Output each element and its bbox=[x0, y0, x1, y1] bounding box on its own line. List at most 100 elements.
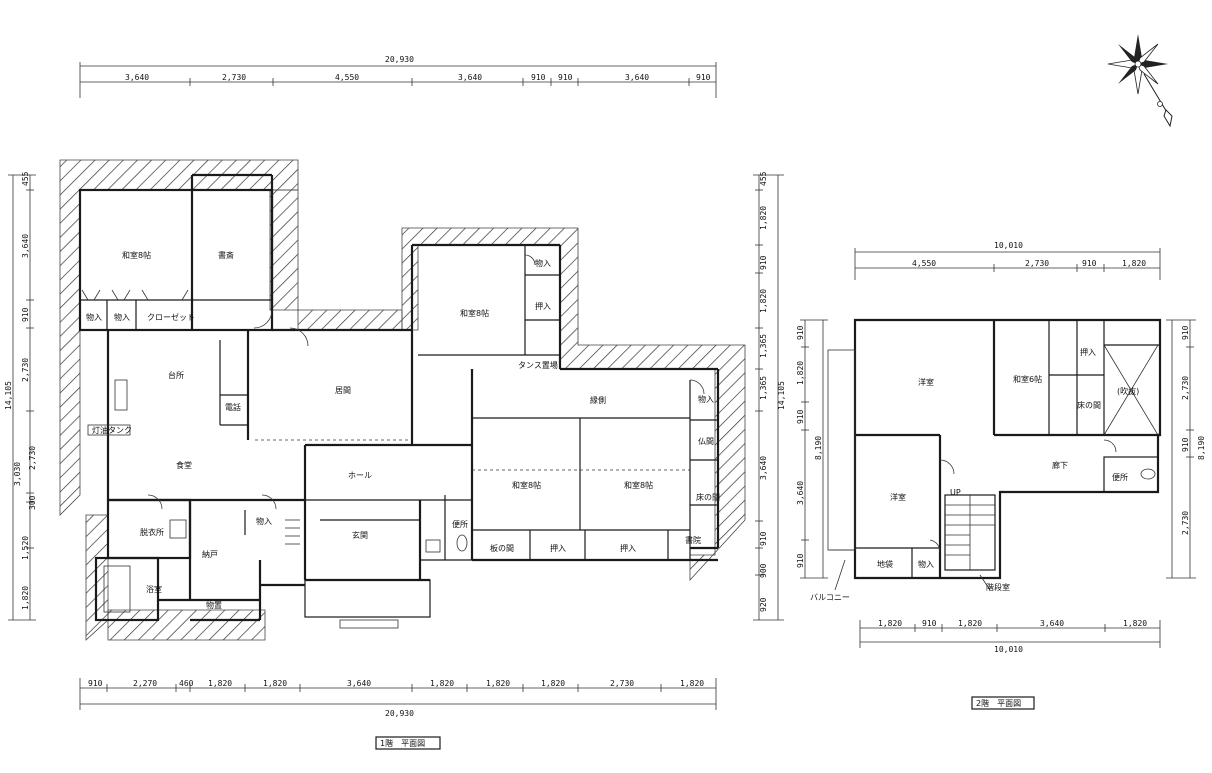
svg-text:2階 平面図: 2階 平面図 bbox=[976, 698, 1021, 708]
svg-text:910: 910 bbox=[531, 73, 546, 82]
svg-text:1,820: 1,820 bbox=[1122, 259, 1146, 268]
room-tansu: タンス置場 bbox=[518, 360, 558, 370]
room-shoin: 書院 bbox=[685, 535, 701, 545]
svg-text:1,820: 1,820 bbox=[208, 679, 232, 688]
svg-text:910: 910 bbox=[796, 553, 805, 568]
svg-text:3,030: 3,030 bbox=[13, 462, 22, 486]
room-kyoma: 居間 bbox=[335, 386, 351, 395]
svg-text:2,730: 2,730 bbox=[1181, 376, 1190, 400]
room-hall: ホール bbox=[348, 471, 372, 480]
svg-text:1,365: 1,365 bbox=[759, 376, 768, 400]
stair-up-label: UP bbox=[950, 488, 961, 497]
room-monoire-n: 物入 bbox=[535, 258, 551, 268]
svg-text:1,820: 1,820 bbox=[430, 679, 454, 688]
svg-text:20,930: 20,930 bbox=[385, 55, 414, 64]
svg-text:4,550: 4,550 bbox=[912, 259, 936, 268]
svg-text:1,820: 1,820 bbox=[759, 206, 768, 230]
room-itanoma: 板の間 bbox=[490, 543, 514, 553]
room-monoire-s: 物入 bbox=[256, 516, 272, 526]
svg-text:910: 910 bbox=[88, 679, 103, 688]
room-nando: 納戸 bbox=[202, 549, 218, 559]
room-monooki: 物置 bbox=[206, 600, 222, 610]
floor1-walls bbox=[78, 173, 720, 629]
svg-text:1階 平面図: 1階 平面図 bbox=[380, 738, 425, 748]
room-jibukuro: 地袋 bbox=[877, 559, 893, 569]
svg-text:8,190: 8,190 bbox=[1197, 436, 1206, 460]
room-balcony: バルコニー bbox=[810, 593, 850, 602]
svg-text:10,010: 10,010 bbox=[994, 241, 1023, 250]
svg-text:2,730: 2,730 bbox=[610, 679, 634, 688]
svg-text:2,730: 2,730 bbox=[21, 358, 30, 382]
room-benjo: 便所 bbox=[452, 519, 468, 529]
svg-text:1,820: 1,820 bbox=[878, 619, 902, 628]
room-denwa: 電話 bbox=[225, 402, 241, 412]
svg-text:14,105: 14,105 bbox=[4, 381, 13, 410]
room-yoshitsu-1: 洋室 bbox=[918, 377, 934, 387]
room-yoshitsu-2: 洋室 bbox=[890, 492, 906, 502]
svg-text:1,820: 1,820 bbox=[263, 679, 287, 688]
svg-text:910: 910 bbox=[759, 531, 768, 546]
floor1-eaves bbox=[59, 159, 746, 641]
svg-text:900: 900 bbox=[759, 563, 768, 578]
floor1-dimension-left: 455 3,640 910 2,730 14,105 3,030 2,730 3… bbox=[4, 171, 37, 621]
room-shosai: 書斎 bbox=[218, 250, 234, 260]
svg-text:1,820: 1,820 bbox=[680, 679, 704, 688]
room-kaidan: 階段室 bbox=[986, 582, 1010, 592]
room-butsuma: 仏間 bbox=[698, 437, 714, 446]
svg-text:3,640: 3,640 bbox=[125, 73, 149, 82]
room-datsui: 脱衣所 bbox=[140, 527, 164, 537]
svg-text:3,640: 3,640 bbox=[458, 73, 482, 82]
room-yokushitsu: 浴室 bbox=[146, 584, 162, 594]
floor2-walls bbox=[827, 318, 1162, 591]
svg-text:3,640: 3,640 bbox=[21, 234, 30, 258]
svg-text:460: 460 bbox=[179, 679, 194, 688]
svg-text:1,820: 1,820 bbox=[958, 619, 982, 628]
svg-text:910: 910 bbox=[796, 409, 805, 424]
room-monoire-2f: 物入 bbox=[918, 559, 934, 569]
room-tank: 灯油タンク bbox=[92, 425, 132, 435]
svg-text:1,365: 1,365 bbox=[759, 334, 768, 358]
room-washitsu6: 和室6帖 bbox=[1013, 374, 1042, 384]
room-benjo-2f: 便所 bbox=[1112, 472, 1128, 482]
room-washitsu-n: 和室8帖 bbox=[460, 308, 489, 318]
svg-text:3,640: 3,640 bbox=[759, 456, 768, 480]
svg-text:1,820: 1,820 bbox=[759, 289, 768, 313]
svg-text:910: 910 bbox=[922, 619, 937, 628]
svg-text:455: 455 bbox=[759, 171, 768, 186]
room-washitsu-nw: 和室8帖 bbox=[122, 250, 151, 260]
svg-text:910: 910 bbox=[696, 73, 711, 82]
floor2-title: 2階 平面図 bbox=[971, 696, 1035, 710]
svg-text:2,730: 2,730 bbox=[1025, 259, 1049, 268]
svg-text:20,930: 20,930 bbox=[385, 709, 414, 718]
svg-text:910: 910 bbox=[558, 73, 573, 82]
svg-text:4,550: 4,550 bbox=[335, 73, 359, 82]
svg-text:8,190: 8,190 bbox=[814, 436, 823, 460]
room-oshi-s1: 押入 bbox=[550, 543, 566, 553]
floor1-room-labels: 和室8帖 書斎 物入 物入 クローゼット 台所 電話 居間 和室8帖 物入 押入… bbox=[86, 250, 720, 610]
floor1-dimension-right: 455 1,820 910 1,820 1,365 1,365 14,105 3… bbox=[753, 171, 786, 621]
svg-text:2,270: 2,270 bbox=[133, 679, 157, 688]
floor2-dimension-left: 910 1,820 910 8,190 3,640 910 bbox=[796, 319, 828, 579]
room-shokudo: 食堂 bbox=[176, 460, 192, 470]
svg-text:1,820: 1,820 bbox=[1123, 619, 1147, 628]
svg-text:3,640: 3,640 bbox=[796, 481, 805, 505]
floor2-dimension-top: 10,010 4,550 2,730 910 1,820 bbox=[854, 241, 1161, 280]
room-washitsu-s1: 和室8帖 bbox=[512, 480, 541, 490]
svg-text:1,520: 1,520 bbox=[21, 536, 30, 560]
svg-text:3,640: 3,640 bbox=[1040, 619, 1064, 628]
svg-text:1,820: 1,820 bbox=[486, 679, 510, 688]
room-closet: クローゼット bbox=[147, 312, 195, 322]
svg-text:10,010: 10,010 bbox=[994, 645, 1023, 654]
svg-text:3,640: 3,640 bbox=[625, 73, 649, 82]
svg-text:910: 910 bbox=[1082, 259, 1097, 268]
room-tokonoma: 床の間 bbox=[696, 492, 720, 502]
floor2-dimension-right: 910 2,730 910 8,190 2,730 bbox=[1166, 319, 1206, 579]
room-daidokoro: 台所 bbox=[168, 370, 184, 380]
floor2-dimension-bottom: 1,820 910 1,820 3,640 1,820 10,010 bbox=[859, 619, 1161, 654]
svg-text:3,640: 3,640 bbox=[347, 679, 371, 688]
room-oshi-s2: 押入 bbox=[620, 543, 636, 553]
svg-text:920: 920 bbox=[759, 597, 768, 612]
floor1-dimension-bottom: 910 2,270 460 1,820 1,820 3,640 1,820 1,… bbox=[79, 678, 717, 718]
north-compass-icon bbox=[1107, 34, 1173, 128]
room-monoire-b: 物入 bbox=[114, 312, 130, 322]
